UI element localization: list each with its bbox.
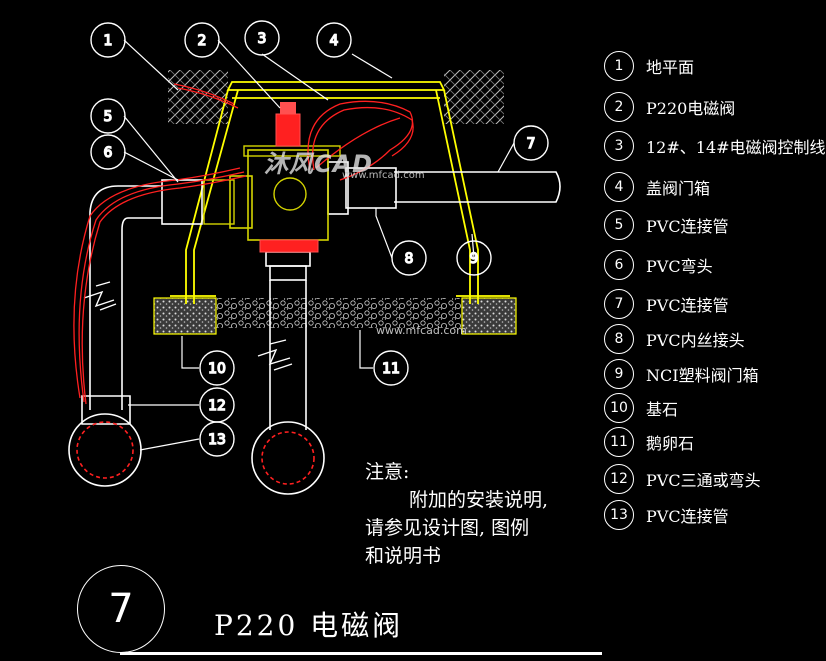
callout-11: 11: [373, 350, 409, 386]
title-underline: [120, 652, 602, 655]
legend-label: PVC连接管: [646, 217, 729, 236]
legend-item: 11 鹅卵石: [604, 426, 694, 458]
legend-number: 6: [604, 250, 634, 280]
legend-item: 8 PVC内丝接头: [604, 323, 745, 355]
watermark-url: www.mfcad.com: [342, 170, 425, 181]
legend-item: 13 PVC连接管: [604, 499, 729, 531]
legend-label: 基石: [646, 400, 679, 419]
legend-label: P220电磁阀: [646, 99, 736, 118]
callout-9: 9: [456, 240, 492, 276]
legend-number: 5: [604, 210, 634, 240]
callout-3: 3: [244, 20, 280, 56]
legend-label: 鹅卵石: [646, 434, 695, 453]
legend-label: NCI塑料阀门箱: [646, 366, 759, 385]
callout-2: 2: [184, 22, 220, 58]
svg-text:6: 6: [104, 145, 113, 161]
svg-text:13: 13: [208, 432, 226, 448]
legend-number: 4: [604, 172, 634, 202]
legend-label: PVC连接管: [646, 507, 729, 526]
svg-text:11: 11: [382, 361, 400, 377]
note-line: 和说明书: [365, 545, 442, 567]
callout-5: 5: [90, 98, 126, 134]
legend-label: PVC弯头: [646, 257, 713, 276]
legend-number: 8: [604, 324, 634, 354]
note-line: 请参见设计图, 图例: [365, 517, 530, 539]
svg-text:10: 10: [208, 361, 226, 377]
legend-label: PVC连接管: [646, 296, 729, 315]
svg-text:2: 2: [198, 33, 207, 49]
callout-7: 7: [513, 125, 549, 161]
leader-lines: [123, 39, 515, 451]
callout-12: 12: [199, 387, 235, 423]
legend-item: 3 12#、14#电磁阀控制线: [604, 130, 826, 162]
installation-note: 注意: 附加的安装说明, 请参见设计图, 图例 和说明书: [365, 458, 548, 570]
legend-number: 9: [604, 359, 634, 389]
control-wires: [73, 83, 414, 405]
legend-item: 9 NCI塑料阀门箱: [604, 358, 759, 390]
legend-item: 6 PVC弯头: [604, 249, 713, 281]
solenoid-valve: [203, 102, 341, 253]
legend-item: 1 地平面: [604, 50, 694, 82]
legend-number: 11: [604, 427, 634, 457]
legend-label: 盖阀门箱: [646, 179, 711, 198]
legend-number: 1: [604, 51, 634, 81]
pvc-left-pipe: [81, 179, 203, 425]
legend-item: 10 基石: [604, 392, 678, 424]
drawing-number: 7: [108, 586, 134, 632]
legend-item: 7 PVC连接管: [604, 288, 729, 320]
legend-item: 4 盖阀门箱: [604, 171, 710, 203]
drawing-number-circle: 7: [77, 565, 165, 653]
legend-item: 5 PVC连接管: [604, 209, 729, 241]
watermark-logo: 沐风CAD www.mfcad.com: [264, 144, 425, 181]
callout-10: 10: [199, 350, 235, 386]
svg-text:4: 4: [330, 33, 339, 49]
legend-label: PVC三通或弯头: [646, 471, 761, 490]
callout-13: 13: [199, 421, 235, 457]
svg-text:3: 3: [258, 31, 267, 47]
svg-text:12: 12: [208, 398, 226, 414]
legend-number: 10: [604, 393, 634, 423]
drawing-title: P220 电磁阀: [214, 609, 404, 642]
svg-text:1: 1: [104, 33, 113, 49]
callout-8: 8: [391, 240, 427, 276]
legend-item: 12 PVC三通或弯头: [604, 463, 761, 495]
legend-label: 12#、14#电磁阀控制线: [646, 138, 826, 157]
legend-number: 2: [604, 92, 634, 122]
callout-bubbles: 1 2 3 4 5 6 7 8 9 10 11 12 13: [90, 20, 549, 457]
legend-label: 地平面: [646, 58, 695, 77]
svg-text:5: 5: [104, 109, 113, 125]
watermark-url-lower: www.mfcad.com: [376, 324, 467, 337]
svg-text:9: 9: [470, 251, 479, 267]
pipe-break-symbol: [83, 281, 293, 371]
pvc-center-riser: [251, 251, 325, 495]
svg-text:8: 8: [405, 251, 414, 267]
callout-4: 4: [316, 22, 352, 58]
watermark-brand: 沐风CAD: [264, 150, 374, 178]
legend-number: 7: [604, 289, 634, 319]
svg-text:7: 7: [527, 136, 536, 152]
legend-number: 13: [604, 500, 634, 530]
foundation-stone: [153, 297, 517, 335]
legend-label: PVC内丝接头: [646, 331, 745, 350]
legend-number: 12: [604, 464, 634, 494]
legend-number: 3: [604, 131, 634, 161]
legend-item: 2 P220电磁阀: [604, 91, 735, 123]
note-heading: 注意:: [365, 461, 410, 483]
gravel-bed: [208, 298, 474, 328]
callout-1: 1: [90, 22, 126, 58]
callout-6: 6: [90, 134, 126, 170]
valve-box: [170, 81, 510, 304]
note-line: 附加的安装说明,: [409, 489, 549, 511]
